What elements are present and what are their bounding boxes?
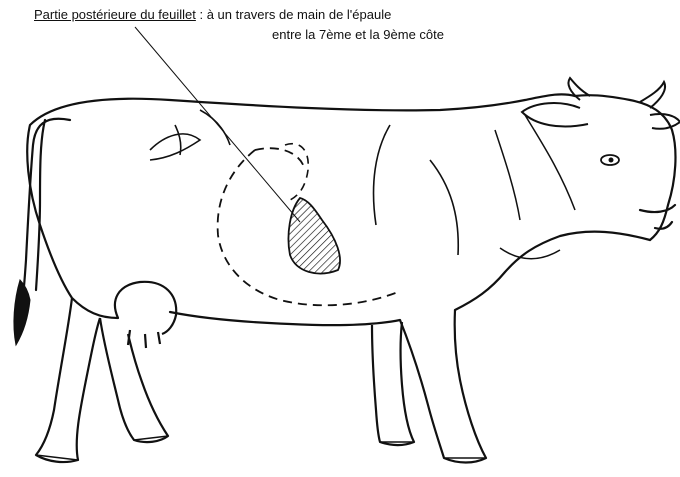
pupil: [609, 158, 614, 163]
horn-left: [568, 78, 590, 100]
neck-lines: [495, 115, 575, 259]
ear: [522, 103, 588, 126]
leg-back-left: [36, 298, 100, 462]
ear-right: [650, 114, 680, 129]
hooves: [36, 436, 486, 460]
hip-contour: [150, 110, 230, 160]
tail-tuft: [14, 280, 30, 345]
shoulder-contour: [374, 125, 459, 255]
udder: [115, 282, 176, 348]
feuillet-highlight-hatched: [288, 198, 340, 274]
cow-head-outline: [575, 95, 675, 240]
